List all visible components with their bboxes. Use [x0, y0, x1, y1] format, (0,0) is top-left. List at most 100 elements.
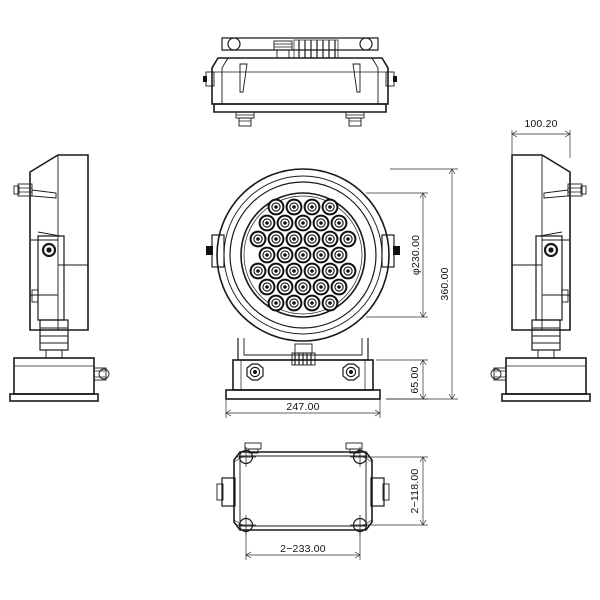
top-view — [203, 37, 397, 127]
bottom-view-corner-chamfers — [233, 455, 373, 527]
right-view-side-clip — [561, 289, 569, 303]
led — [303, 230, 321, 248]
front-view-bracket-ribs — [240, 360, 366, 390]
dimension-dia-230: φ230.00 — [366, 192, 428, 318]
dimension-label-pitch-233: 2−233.00 — [280, 543, 326, 555]
top-view-yoke-arm-right — [352, 63, 361, 93]
dimension-height-65: 65.00 — [376, 359, 428, 400]
front-view-pivot-lug-right — [381, 234, 400, 268]
dimension-label-pitch-118: 2−118.00 — [409, 469, 421, 514]
top-view-handle-hole-left — [227, 37, 241, 51]
right-view-port-core — [548, 247, 554, 253]
front-view-lens-inner-ring — [243, 195, 363, 315]
top-view-pivot-knob-left — [203, 71, 215, 87]
led — [276, 278, 294, 296]
led — [249, 262, 267, 280]
front-view-led-array — [249, 198, 357, 312]
left-view-locking-tab — [31, 189, 57, 199]
right-view-panel-seams — [512, 239, 570, 296]
left-view-cover-chamfer — [37, 231, 61, 237]
front-view — [206, 168, 400, 400]
top-view-pivot-knob-right — [385, 71, 397, 87]
led — [330, 214, 348, 232]
led — [249, 230, 267, 248]
led — [321, 230, 339, 248]
led — [303, 262, 321, 280]
left-view-port-core — [46, 247, 52, 253]
top-view-bolt-left — [235, 111, 255, 127]
led — [267, 230, 285, 248]
right-view-port-ring — [543, 242, 559, 258]
dimension-label-height-360: 360.00 — [439, 267, 451, 300]
led — [321, 294, 339, 312]
bottom-view-body-outline — [233, 451, 373, 531]
front-view-base-plate — [225, 389, 381, 400]
top-view-bottom-flange — [213, 103, 387, 113]
led — [312, 278, 330, 296]
dimension-width-247: 247.00 — [225, 399, 381, 418]
led — [321, 262, 339, 280]
led — [312, 214, 330, 232]
right-side-view — [490, 154, 591, 402]
left-view-housing — [29, 154, 89, 331]
dimension-pitch-233: 2−233.00 — [245, 531, 361, 560]
led — [267, 294, 285, 312]
top-view-bolt-right — [345, 111, 365, 127]
led — [339, 262, 357, 280]
led — [303, 198, 321, 216]
front-view-bracket-bolt-left — [246, 363, 264, 381]
led — [285, 294, 303, 312]
front-view-bracket-bolt-right — [342, 363, 360, 381]
left-view-panel-seams — [30, 239, 88, 296]
top-view-yoke-arm-left — [239, 63, 248, 93]
top-view-housing-body — [211, 57, 389, 105]
led — [339, 230, 357, 248]
top-view-heatsink-fins — [293, 39, 339, 59]
top-view-handle-hole-right — [359, 37, 373, 51]
led — [267, 198, 285, 216]
top-view-chamfer-right — [371, 57, 379, 104]
led — [285, 198, 303, 216]
led — [330, 278, 348, 296]
front-view-cable-connector — [291, 343, 316, 366]
led — [285, 230, 303, 248]
dimension-label-height-65: 65.00 — [409, 366, 421, 393]
top-view-chamfer-left — [221, 57, 229, 104]
left-view-port-ring — [41, 242, 57, 258]
bottom-view — [216, 442, 390, 535]
led — [258, 246, 276, 264]
led — [303, 294, 321, 312]
led — [321, 198, 339, 216]
led — [294, 214, 312, 232]
front-view-bezel-ring — [229, 181, 377, 329]
top-view-handle-plate — [221, 37, 379, 51]
led — [285, 262, 303, 280]
dimension-depth-100-20: 100.20 — [511, 118, 571, 158]
led — [276, 246, 294, 264]
front-view-outer-shell — [216, 168, 390, 342]
right-view-mounting-base — [490, 357, 591, 402]
right-view-cover-chamfer — [539, 231, 563, 237]
right-view-locking-tab — [543, 189, 569, 199]
front-view-lens-aperture — [240, 192, 366, 318]
right-view-housing — [511, 154, 571, 331]
left-view-side-clip — [31, 289, 39, 303]
front-view-pivot-lug-left — [206, 234, 225, 268]
left-view-mounting-base — [9, 357, 110, 402]
bottom-view-mounting-hole-tl — [236, 447, 256, 467]
led — [276, 214, 294, 232]
dimension-label-depth-100-20: 100.20 — [524, 118, 557, 130]
left-side-view — [9, 154, 110, 402]
left-view-ribbed-neck — [39, 319, 69, 359]
led — [330, 246, 348, 264]
led — [312, 246, 330, 264]
dimension-pitch-118: 2−118.00 — [366, 456, 428, 526]
top-view-cable-gland — [273, 40, 293, 59]
bottom-view-side-lug-left — [216, 477, 236, 507]
dimension-label-dia-230: φ230.00 — [410, 235, 422, 275]
led — [258, 278, 276, 296]
led — [267, 262, 285, 280]
led — [294, 278, 312, 296]
bottom-view-side-lug-right — [370, 477, 390, 507]
